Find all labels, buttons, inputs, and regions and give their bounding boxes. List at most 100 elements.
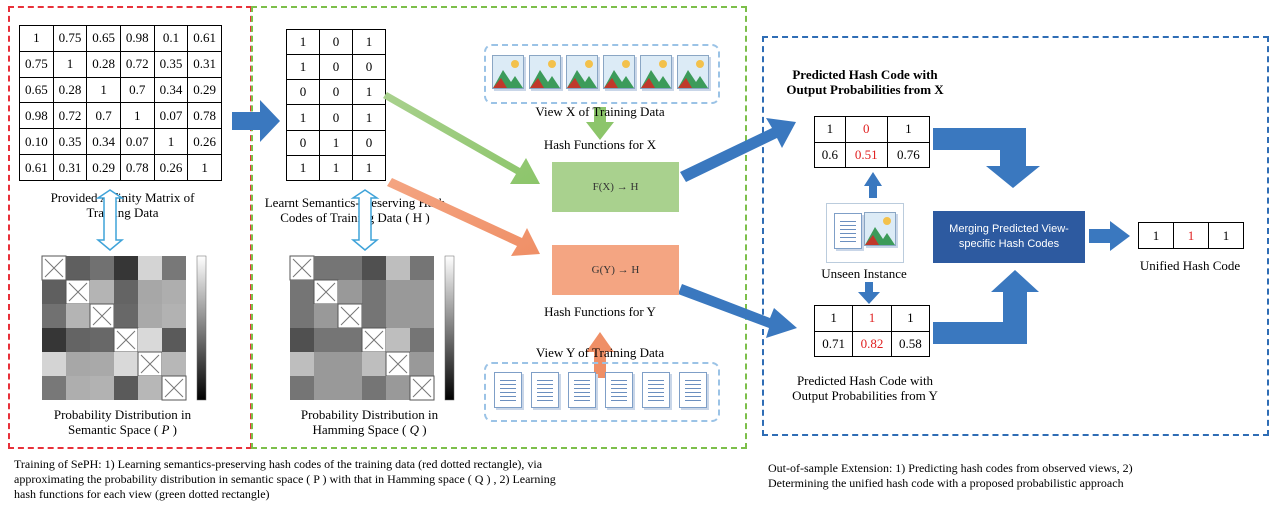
hamming-caption-text: Hamming Space ( [312,422,410,437]
table-cell: 1 [319,154,353,182]
diagonal-cross [164,378,184,398]
bottom-left-line2: approximating the probability distributi… [14,472,556,486]
table-cell: 1 [286,104,320,131]
semantic-caption-line1: Probability Distribution in [53,407,192,422]
image-icon [492,55,524,89]
heat-cell [42,376,66,400]
diagonal-cross [388,354,408,374]
heat-cell [314,328,338,352]
pred-x-title-line1: Predicted Hash Code with [792,67,938,82]
table-cell: 0.82 [852,330,892,357]
hamming-caption-line1: Probability Distribution in [300,407,439,422]
pred-y-title-line1: Predicted Hash Code with [796,373,934,388]
heat-cell [90,256,114,280]
unseen-image-icon [864,212,896,246]
heat-cell [362,280,386,304]
heat-cell [314,304,338,328]
heat-cell [386,256,410,280]
view-y-strip [484,362,720,422]
heat-cell [66,328,90,352]
table-cell: 1 [86,76,121,104]
semantic-caption: Probability Distribution in Semantic Spa… [15,407,230,437]
heat-cell [90,328,114,352]
diagonal-cross [316,282,336,302]
hash-codes-caption: Learnt Semantics-Preserving Hash Codes o… [250,195,460,225]
heat-cell [386,304,410,328]
table-cell: 1 [352,28,386,56]
heat-cell [114,256,138,280]
right-arrow-icon [232,100,280,142]
table-cell: 0.34 [86,128,121,156]
table-cell: 1 [352,79,386,106]
arrow-to-pred-y [678,284,797,338]
heat-cell [386,280,410,304]
table-cell: 0.1 [153,25,189,52]
table-cell: 0.31 [52,154,88,181]
heat-cell [338,256,362,280]
table-cell: 0.7 [119,76,155,104]
heat-cell [42,352,66,376]
diagonal-cross [412,378,432,398]
pred-y-title: Predicted Hash Code with Output Probabil… [760,373,970,403]
heat-cell [138,304,162,328]
heat-cell [290,352,314,376]
table-cell: 0.28 [52,76,88,104]
heat-cell [42,304,66,328]
semantic-caption-text: Semantic Space ( [67,422,162,437]
table-cell: 1 [52,50,88,78]
document-icon [642,372,670,408]
table-cell: 0.26 [153,154,189,181]
table-cell: 1 [286,54,320,81]
heat-cell [114,352,138,376]
heat-cell [338,328,362,352]
table-cell: 0.26 [187,128,222,156]
heat-cell [386,328,410,352]
heat-cell [162,304,186,328]
hamming-caption-end: ) [418,422,427,437]
hash-functions-region [251,6,747,449]
table-cell: 0.75 [52,25,88,52]
diagonal-cross [140,354,160,374]
hash-codes-caption-line1: Learnt Semantics-Preserving Hash [264,195,446,210]
semantic-caption-line2: Semantic Space ( P ) [15,422,230,437]
table-cell: 0 [319,54,353,81]
document-icon [605,372,633,408]
table-cell: 1 [352,104,386,131]
table-cell: 1 [286,154,320,182]
unseen-document-icon [834,213,862,249]
table-cell: 0.72 [52,102,88,130]
heat-cell [410,352,434,376]
table-cell: 0.7 [86,102,121,130]
heat-cell [290,280,314,304]
heat-cell [410,304,434,328]
heat-cell [162,256,186,280]
bottom-right-line2: Determining the unified hash code with a… [768,476,1124,490]
table-cell: 0.76 [886,141,931,168]
table-cell: 1 [1138,222,1174,249]
heat-cell [290,304,314,328]
heat-cell [114,280,138,304]
table-cell: 1 [814,116,846,143]
table-cell: 0.51 [844,141,888,168]
table-cell: 1 [813,305,854,332]
heat-cell [314,256,338,280]
arrow-to-pred-x [680,118,796,182]
diagonal-cross [68,282,88,302]
hash-fn-y-label: Hash Functions for Y [544,304,656,319]
heat-cell [138,328,162,352]
semantic-symbol: P [161,422,170,437]
diagonal-cross [44,258,64,278]
bottom-left-line3: hash functions for each view (green dott… [14,487,270,501]
table-cell: 0.78 [187,102,222,130]
document-icon [494,372,522,408]
heat-cell [42,280,66,304]
table-cell: 1 [886,116,931,143]
heat-cell [162,328,186,352]
view-x-strip [484,44,720,104]
hamming-heatmap [289,255,435,401]
heat-cell [314,352,338,376]
bottom-left-text: Training of SePH: 1) Learning semantics-… [14,457,749,502]
